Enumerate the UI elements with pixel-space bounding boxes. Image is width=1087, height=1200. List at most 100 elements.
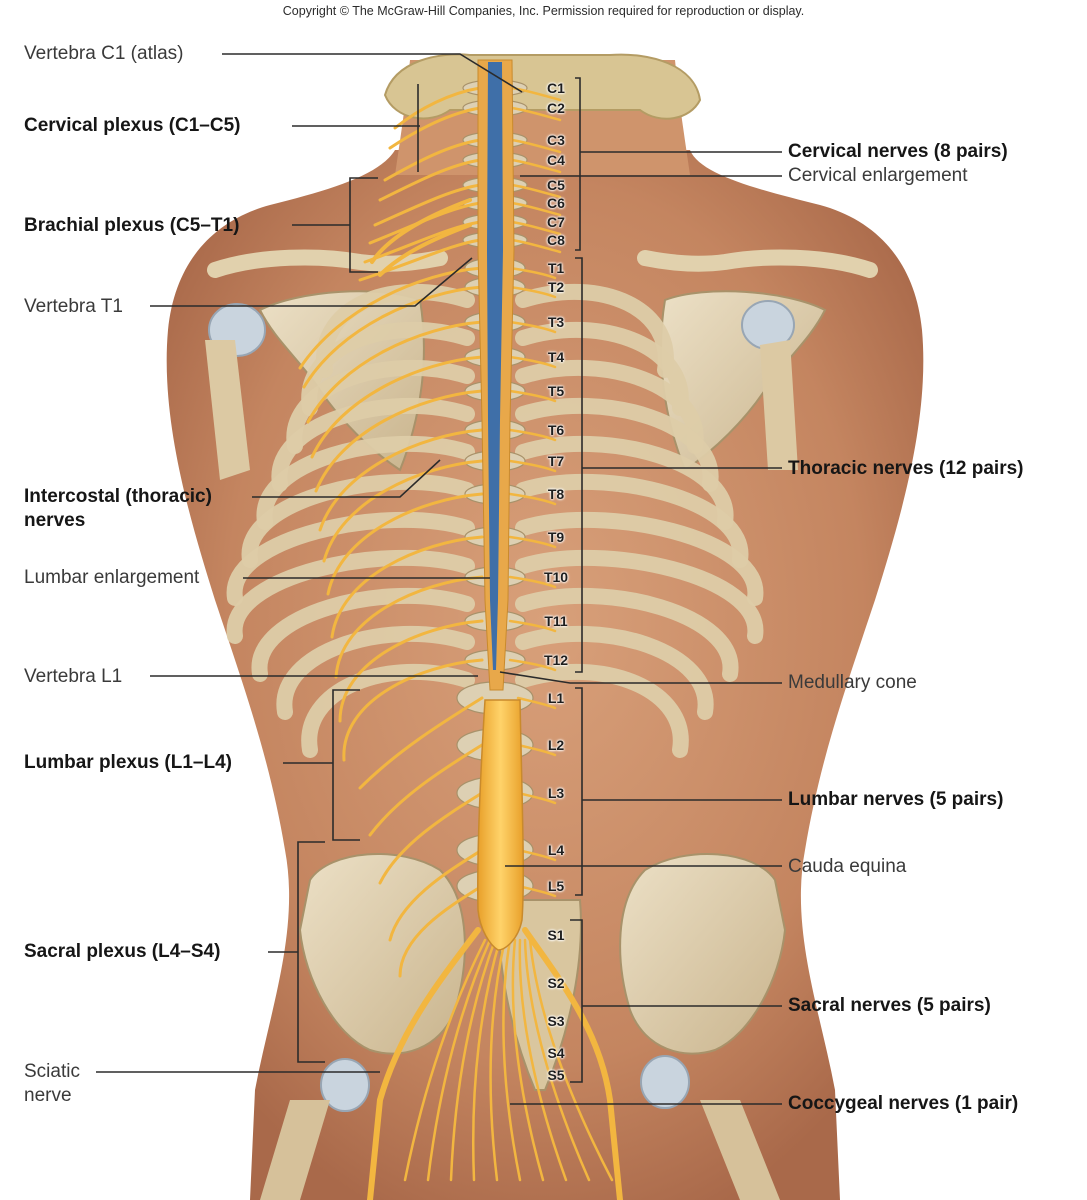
segment-label-s3: S3 [547,1013,565,1029]
right-clavicle [637,249,878,278]
nerve-branch [378,791,484,885]
label-intercostal-line1: Intercostal (thoracic) [24,486,212,507]
label-brachial-plexus: Brachial plexus (C5–T1) [24,215,240,236]
segment-label-t7: T7 [547,453,565,469]
spinal-nerves [298,86,623,1200]
spinal-cord-core [487,62,503,670]
nerve-branch [334,575,484,679]
nerve-branch [370,198,472,264]
label-lumbar-nerves: Lumbar nerves (5 pairs) [788,789,1004,810]
nerve-branch [508,355,557,369]
label-medullary-cone: Medullary cone [788,672,917,693]
nerve-branch [403,938,487,1182]
nerve-branch [338,619,484,723]
left-humerus [205,340,250,480]
nerve-branch [306,320,484,424]
cauda-equina [477,699,525,951]
nerve-branch [510,138,562,154]
nerve-branch [368,743,484,837]
nerve-branch [511,938,545,1182]
nerve-branch [508,320,557,334]
rib [515,283,674,378]
label-cervical-nerves: Cervical nerves (8 pairs) [788,141,1008,162]
nerve-branch [510,158,562,174]
segment-label-c7: C7 [547,214,565,230]
nerve-branch [393,86,482,130]
label-cervical-plexus: Cervical plexus (C1–C5) [24,115,241,136]
nerve-branch [528,938,614,1182]
nerve-branch [378,158,482,202]
nerve-branch [378,223,472,277]
segment-label-t2: T2 [547,279,565,295]
nerve-branch [358,696,484,790]
nerve-branch [508,535,557,549]
rib [286,359,475,454]
label-cervical-enlargement: Cervical enlargement [788,165,968,186]
nerve-branch [518,938,568,1182]
segment-label-s1: S1 [547,927,565,943]
nerve-branch [449,938,497,1182]
segment-label-t4: T4 [547,349,565,365]
copyright-notice: Copyright © The McGraw-Hill Companies, I… [282,4,805,18]
segment-label-c8: C8 [547,232,565,248]
segment-label-t3: T3 [547,314,565,330]
rib [226,549,475,644]
nerve-branch [508,575,557,589]
segment-label-t1: T1 [547,260,565,276]
rib [241,473,475,568]
segment-label-l2: L2 [547,737,565,753]
label-vertebra-c1: Vertebra C1 (atlas) [24,43,184,64]
segment-label-l1: L1 [547,690,565,706]
segment-label-c4: C4 [547,152,565,168]
rib-cage [226,283,764,758]
rib [515,549,764,644]
segment-label-c2: C2 [547,100,565,116]
nerve-branch [522,927,623,1200]
nerve-branch [310,355,484,459]
segment-label-t9: T9 [547,529,565,545]
nerve-branch [383,138,482,182]
rib [515,473,749,568]
nerve-branch [510,238,562,254]
segment-label-l5: L5 [547,878,565,894]
rib [301,663,475,758]
label-thoracic-nerves: Thoracic nerves (12 pairs) [788,458,1024,479]
rib [276,625,475,720]
label-sciatic-line1: Sciatic [24,1061,80,1082]
rib [515,587,739,682]
segment-label-t6: T6 [547,422,565,438]
label-vertebra-l1: Vertebra L1 [24,666,123,687]
nerve-branch [388,106,482,150]
right-humerus [760,340,798,470]
segment-label-l4: L4 [547,842,565,858]
nerve-branch [373,183,482,227]
segment-label-c5: C5 [547,177,565,193]
nerve-branch [322,459,484,563]
nerve-branch [502,938,522,1182]
nerve-branch [510,183,562,199]
label-cauda-equina: Cauda equina [788,856,907,877]
nerve-branch [508,266,557,280]
segment-label-c1: C1 [547,80,565,96]
right-ilium [619,853,787,1055]
nerve-branch [508,619,557,633]
nerve-branch [298,266,484,370]
rib [515,435,734,530]
rib [226,511,475,606]
label-lumbar-enlargement: Lumbar enlargement [24,567,200,588]
segment-label-t5: T5 [547,383,565,399]
label-lumbar-plexus: Lumbar plexus (L1–L4) [24,752,232,773]
nerve-branch [302,285,484,389]
segment-label-t12: T12 [543,652,569,668]
segment-label-t11: T11 [544,613,568,629]
rib [256,435,475,530]
nerve-branch [510,201,562,217]
skull-base [383,53,702,120]
rib [515,625,714,720]
nerve-branch [342,658,484,762]
nerve-branch [508,389,557,403]
segment-label-s4: S4 [547,1045,565,1061]
rib [515,359,704,454]
nerve-branch [508,428,557,442]
rib [515,511,764,606]
